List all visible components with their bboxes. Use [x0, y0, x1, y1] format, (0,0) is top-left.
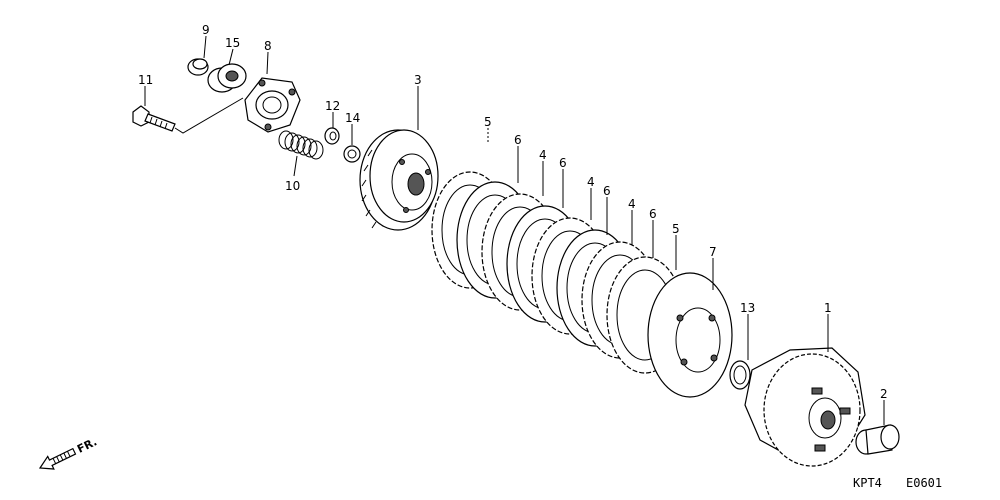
part-label-1: 1: [824, 301, 832, 315]
part-label-14: 14: [345, 111, 360, 125]
lifter-plate-part: [244, 77, 301, 133]
nut-part: [324, 127, 340, 145]
part-label-4-second: 4: [587, 175, 595, 189]
spring-part: [278, 130, 324, 160]
diagram-code-right: E0601: [906, 476, 942, 490]
pressure-plate-part: [647, 272, 733, 398]
front-label: FR.: [75, 435, 99, 456]
bearing-part: [207, 63, 247, 93]
arrow-left-icon: [38, 447, 77, 470]
part-label-5-bottom: 5: [672, 222, 680, 236]
cap-part: [187, 58, 209, 76]
part-label-8: 8: [264, 39, 272, 53]
part-label-12: 12: [325, 99, 340, 113]
part-label-11: 11: [138, 73, 153, 87]
part-label-5-top: 5: [484, 115, 492, 129]
part-label-7: 7: [709, 245, 717, 259]
part-label-6-second: 6: [559, 156, 567, 170]
front-direction-indicator: FR.: [38, 435, 99, 470]
part-label-13: 13: [740, 301, 755, 315]
part-label-4-first: 4: [539, 148, 547, 162]
bolt-part: [132, 105, 176, 132]
clutch-outer-part: [744, 347, 866, 467]
part-label-6-first: 6: [514, 133, 522, 147]
diagram-code-left: KPT4: [853, 476, 882, 490]
part-label-6-fourth: 6: [649, 207, 657, 221]
disc-stack: [431, 171, 684, 374]
sleeve-part: [855, 424, 900, 455]
thrust-washer-part: [729, 360, 751, 390]
part-label-10: 10: [285, 179, 300, 193]
washer-part: [343, 145, 361, 163]
leader-lines: [144, 35, 885, 425]
part-label-3: 3: [414, 73, 422, 87]
part-label-15: 15: [225, 36, 240, 50]
part-label-6-third: 6: [603, 184, 611, 198]
clutch-center-part: [359, 129, 439, 231]
part-label-9: 9: [202, 23, 210, 37]
part-label-4-third: 4: [628, 197, 636, 211]
assembly-line: [174, 97, 244, 134]
part-label-2: 2: [880, 387, 888, 401]
